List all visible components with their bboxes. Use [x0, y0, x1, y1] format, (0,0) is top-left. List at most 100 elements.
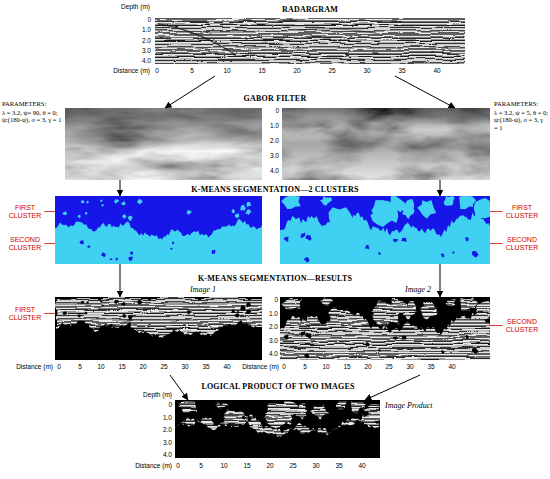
- image-panel: PARAMETERS:λ = 3.2, ψ = 5, θ = 0; ψ:(180…: [282, 108, 490, 180]
- section-title: GABOR FILTER: [244, 94, 307, 103]
- image-name: Image 1: [190, 285, 216, 294]
- result-image: [280, 297, 490, 360]
- axis-tick: 15: [258, 67, 265, 74]
- axis-tick: 0: [168, 401, 172, 408]
- axis-tick: 25: [385, 363, 392, 370]
- leader-line: [44, 313, 55, 314]
- axis-tick: 10: [322, 363, 329, 370]
- axis-tick: 30: [312, 462, 319, 469]
- axis-tick: 5: [78, 363, 82, 370]
- reflection-line: [158, 24, 236, 55]
- axis-title: Distance (m): [16, 363, 53, 370]
- axis-title: Depth (m): [143, 391, 172, 398]
- cluster-label: SECOND CLUSTER: [496, 236, 548, 252]
- cluster-region: [175, 400, 380, 435]
- axis-tick: 3.0: [142, 47, 151, 54]
- cluster-speck: [62, 199, 251, 221]
- axis-tick: 20: [266, 462, 273, 469]
- flow-arrow: [365, 375, 420, 400]
- reflection-stripes: [280, 297, 490, 360]
- parameter-heading: PARAMETERS:: [494, 100, 538, 107]
- cluster-speck: [179, 431, 369, 456]
- axis-title: Distance (m): [135, 462, 172, 469]
- axis-tick: 0: [275, 107, 279, 114]
- axis-tick: 3.0: [269, 337, 278, 344]
- axis-tick: 5: [199, 462, 203, 469]
- panel-fill: [55, 196, 262, 264]
- axis-tick: 1.0: [163, 414, 172, 421]
- image-panel: RADARGRAM: [155, 18, 465, 76]
- axis-tick: 2.0: [142, 37, 151, 44]
- parameter-values: λ = 3.2, ψ= 90, θ = 0; ψ:(180-ψ), σ = 3,…: [2, 109, 62, 124]
- axis-tick: 35: [335, 462, 342, 469]
- panel-fill: [175, 400, 380, 458]
- axis-title: Distance (m): [242, 363, 279, 370]
- cluster-label: FIRST CLUSTER: [2, 306, 48, 322]
- axis-tick: 0: [57, 363, 61, 370]
- axis-tick: 10: [223, 67, 230, 74]
- axis-tick: 30: [363, 67, 370, 74]
- section-title: K-MEANS SEGMENTATION—2 CLUSTERS: [191, 185, 358, 194]
- axis-tick: 20: [364, 363, 371, 370]
- axis-tick: 2.0: [270, 137, 279, 144]
- image-panel: FIRST CLUSTERSECOND CLUSTER: [280, 196, 490, 264]
- cluster-label: SECOND CLUSTER: [496, 318, 548, 334]
- axis-tick: 40: [223, 363, 230, 370]
- axis-tick: 1.0: [142, 26, 151, 33]
- leader-line: [44, 211, 55, 212]
- axis-tick: 35: [398, 67, 405, 74]
- connectors: [120, 76, 455, 400]
- image-panel: FIRST CLUSTERSECOND CLUSTER: [55, 196, 262, 264]
- kmeans-image: [55, 196, 262, 264]
- cluster-region: [280, 196, 490, 237]
- parameter-heading: PARAMETERS:: [2, 100, 46, 107]
- cluster-region: [280, 297, 490, 335]
- axis-tick: 25: [328, 67, 335, 74]
- axis-tick: 0: [176, 462, 180, 469]
- gabor-shade: [282, 108, 490, 180]
- flow-arrow: [440, 180, 441, 196]
- axis-tick: 4.0: [269, 350, 278, 357]
- axis-tick: 25: [289, 462, 296, 469]
- leader-line: [490, 325, 503, 326]
- cluster-speck: [281, 196, 490, 231]
- axis-tick: 1.0: [270, 122, 279, 129]
- axis-tick: 4.0: [163, 451, 172, 458]
- flow-arrow: [440, 264, 441, 297]
- cluster-speck: [284, 331, 479, 359]
- gabor-texture: [282, 108, 490, 180]
- product-overlap: [175, 400, 380, 458]
- axis-tick: 35: [427, 363, 434, 370]
- gabor-image: [65, 108, 262, 180]
- axis-title: Distance (m): [113, 67, 150, 74]
- panel-fill: [55, 297, 262, 360]
- cluster-label: FIRST CLUSTER: [496, 204, 548, 220]
- section-title: K-MEANS SEGMENTATION—RESULTS: [198, 274, 352, 283]
- radargram-image: [155, 18, 465, 64]
- axis-tick: 0: [274, 296, 278, 303]
- flow-arrow: [165, 76, 215, 108]
- axis-tick: 10: [97, 363, 104, 370]
- axis-tick: 30: [181, 363, 188, 370]
- axis-tick: 2.0: [163, 426, 172, 433]
- cluster-label: FIRST CLUSTER: [2, 204, 48, 220]
- axis-tick: 0: [282, 363, 286, 370]
- cluster-speck: [62, 300, 251, 321]
- flow-arrow: [170, 375, 188, 400]
- parameter-values: λ = 3.2, ψ = 5, θ = 0; ψ:(180-ψ), σ = 3,…: [494, 109, 548, 131]
- axis-tick: 15: [118, 363, 125, 370]
- axis-tick: 0: [155, 67, 159, 74]
- gabor-shade: [65, 108, 262, 180]
- axis-tick: 15: [343, 363, 350, 370]
- cluster-region: [281, 297, 490, 329]
- result-image: [55, 297, 262, 360]
- flow-arrow: [120, 264, 121, 297]
- axis-tick: 2.0: [269, 323, 278, 330]
- leader-line: [490, 243, 503, 244]
- axis-tick: 3.0: [163, 439, 172, 446]
- image-panel: Image 1FIRST CLUSTER: [55, 297, 262, 375]
- axis-tick: 5: [303, 363, 307, 370]
- image-panel: Image 2SECOND CLUSTER: [280, 297, 490, 375]
- gabor-image: [282, 108, 490, 180]
